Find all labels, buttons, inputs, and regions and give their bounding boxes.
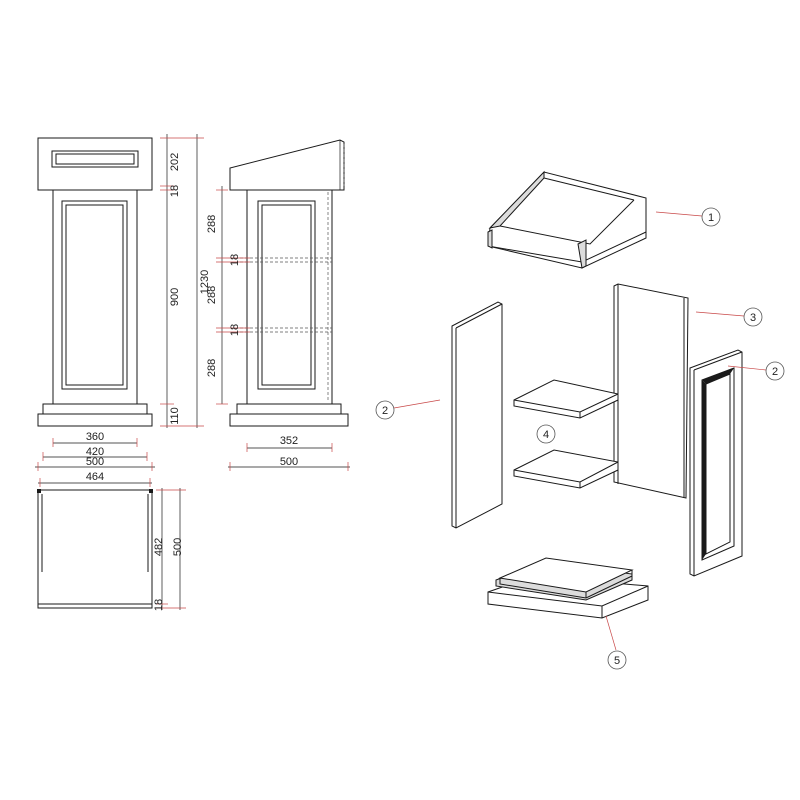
plan-dims: 482 500 18 <box>153 488 186 611</box>
exploded-view: 1 3 2 2 4 5 <box>375 170 785 670</box>
tray-end-cap <box>577 239 587 269</box>
side-panel-outer <box>257 200 316 390</box>
callout-2-left: 2 <box>375 400 395 420</box>
left-panel-top-edge <box>455 303 503 329</box>
leader-1 <box>655 211 703 217</box>
part-1-top-tray <box>487 170 647 269</box>
plan-corner <box>37 489 41 493</box>
tray-floor-edge <box>499 199 635 245</box>
front-panel-inset-shadow <box>702 380 706 560</box>
leader-2-left <box>393 399 441 409</box>
front-panel-inner <box>65 204 124 386</box>
callout-circle <box>375 400 395 420</box>
callout-leaders <box>393 211 767 651</box>
callout-label-5: 5 <box>614 655 620 667</box>
callout-label-1: 1 <box>708 212 714 224</box>
dim-1230: 1230 <box>199 270 211 294</box>
dim-18-upper: 18 <box>229 254 241 266</box>
callout-label-2-right: 2 <box>772 366 778 378</box>
front-elevation <box>37 137 153 427</box>
dim-352: 352 <box>280 435 298 447</box>
part-4-shelves <box>513 379 619 489</box>
leader-2-right <box>727 365 767 371</box>
dim-110: 110 <box>169 407 181 425</box>
side-body <box>246 189 333 405</box>
front-base-top <box>42 403 148 415</box>
leader-5 <box>605 615 617 651</box>
callout-2-right: 2 <box>765 361 785 381</box>
side-top-sloped <box>229 139 345 191</box>
side-panel-inner <box>261 204 312 386</box>
dim-500-side: 500 <box>280 456 298 468</box>
dim-288-bottom: 288 <box>206 359 218 377</box>
dim-18-front: 18 <box>169 185 181 197</box>
callout-circle <box>701 207 721 227</box>
left-panel-face <box>451 301 503 529</box>
lower-shelf <box>513 449 619 489</box>
dim-288-mid: 288 <box>206 286 218 304</box>
dim-482: 482 <box>153 538 165 556</box>
tray-back-inner <box>543 177 635 201</box>
front-horizontal-dims: 360 420 500 464 <box>35 431 155 487</box>
side-elevation <box>229 139 349 427</box>
side-base-top <box>236 403 342 415</box>
front-vertical-dims: 202 18 900 110 1230 <box>160 134 211 428</box>
dim-500-front: 500 <box>86 456 104 468</box>
side-horizontal-dims: 352 500 <box>228 435 350 471</box>
back-panel-face <box>613 283 689 499</box>
callout-label-3: 3 <box>750 312 756 324</box>
callout-1: 1 <box>701 207 721 227</box>
dim-900: 900 <box>169 288 181 306</box>
part-2-right-front-panel <box>689 349 743 577</box>
callout-4: 4 <box>536 424 556 444</box>
dim-500-plan: 500 <box>172 538 184 556</box>
front-top-inset-outer <box>51 150 139 168</box>
upper-shelf <box>513 379 619 419</box>
tray-outline <box>487 171 647 269</box>
front-top-inset-inner <box>55 153 135 165</box>
plan-corner <box>149 489 153 493</box>
callout-circle <box>765 361 785 381</box>
callout-3: 3 <box>743 307 763 327</box>
callout-circle <box>607 650 627 670</box>
side-vertical-dims: 288 18 288 18 288 <box>206 186 250 405</box>
callout-label-4: 4 <box>543 429 549 441</box>
front-base-bottom <box>37 413 153 427</box>
dim-18-plan: 18 <box>153 599 165 611</box>
callout-label-2-left: 2 <box>382 405 388 417</box>
dim-360: 360 <box>86 431 104 443</box>
tray-end-cap <box>487 229 493 249</box>
callout-circle <box>536 424 556 444</box>
dim-18-lower: 18 <box>229 324 241 336</box>
plan-outline <box>37 489 153 609</box>
callout-circle <box>743 307 763 327</box>
front-panel-top-edge <box>693 351 743 371</box>
side-base-bottom <box>229 413 349 427</box>
dim-202: 202 <box>169 153 181 171</box>
front-panel-inset-shadow <box>702 368 734 384</box>
part-5-plinth <box>487 557 649 619</box>
part-2-left-side-panel <box>451 301 503 529</box>
part-3-back-panel <box>613 283 689 499</box>
dim-464: 464 <box>86 471 104 483</box>
plan-view <box>37 489 153 609</box>
dim-420: 420 <box>86 446 104 458</box>
dim-288-top: 288 <box>206 215 218 233</box>
leader-3 <box>695 311 745 317</box>
callout-5: 5 <box>607 650 627 670</box>
front-panel-outer <box>61 200 128 390</box>
